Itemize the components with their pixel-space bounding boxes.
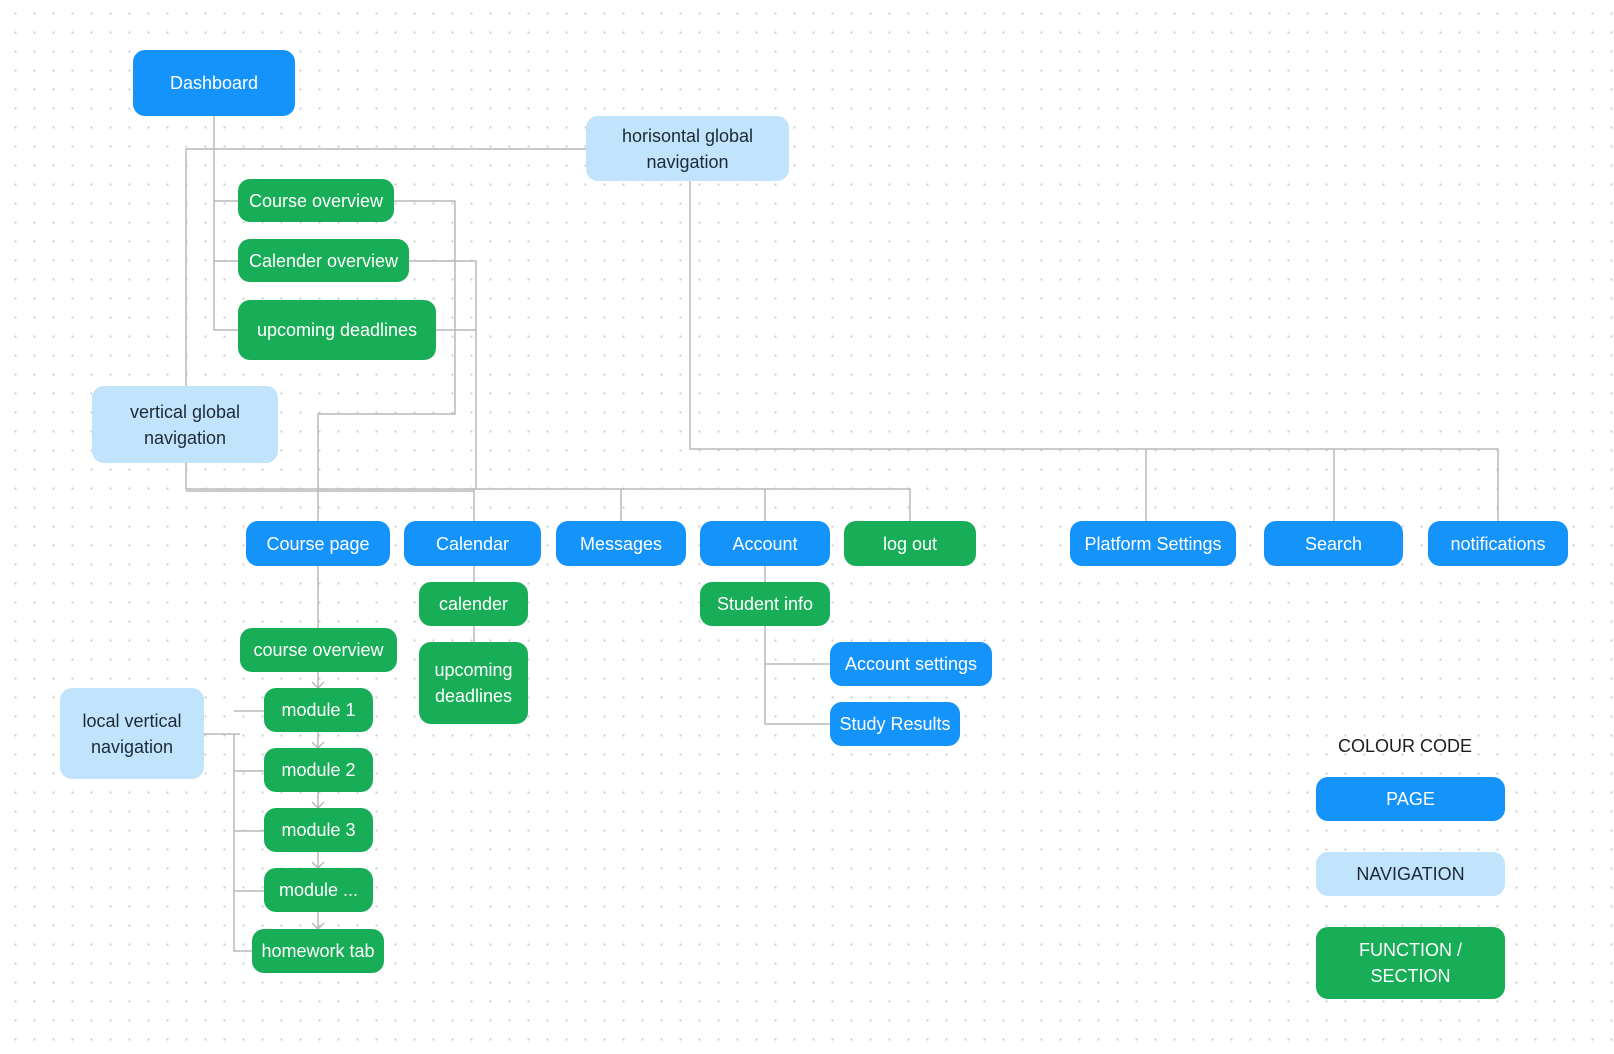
- calendar-page: Calendar: [404, 521, 541, 566]
- course-page: Course page: [246, 521, 390, 566]
- search-page: Search: [1264, 521, 1403, 566]
- connector-line: [689, 181, 1499, 521]
- colour-code-title: COLOUR CODE: [1337, 736, 1472, 756]
- messages-page: Messages: [556, 521, 686, 566]
- module-1-section: module 1: [264, 688, 373, 732]
- account-settings-page: Account settings: [830, 642, 992, 686]
- homework-tab-section: homework tab: [252, 929, 384, 973]
- connector-line: [185, 148, 214, 386]
- calender-section: calender: [419, 582, 528, 626]
- module-3-section: module 3: [264, 808, 373, 852]
- legend-function-section-swatch: FUNCTION / SECTION: [1316, 927, 1505, 999]
- upcoming-deadlines-section: upcoming deadlines: [238, 300, 436, 360]
- connector-line: [213, 116, 240, 331]
- upcoming-deadlines-calendar-section: upcoming deadlines: [419, 642, 528, 724]
- legend-page-swatch: PAGE: [1316, 777, 1505, 821]
- module-more-section: module ...: [264, 868, 373, 912]
- connector-line: [409, 260, 477, 489]
- vertical-global-navigation: vertical global navigation: [92, 386, 278, 463]
- legend-navigation-swatch: NAVIGATION: [1316, 852, 1505, 896]
- module-2-section: module 2: [264, 748, 373, 792]
- log-out-function: log out: [844, 521, 976, 566]
- account-page: Account: [700, 521, 830, 566]
- platform-settings-page: Platform Settings: [1070, 521, 1236, 566]
- student-info-section: Student info: [700, 582, 830, 626]
- connector-line: [764, 626, 830, 725]
- connector-line: [204, 733, 252, 952]
- calender-overview-section: Calender overview: [238, 239, 409, 282]
- local-vertical-navigation: local vertical navigation: [60, 688, 204, 779]
- course-overview-course-section: course overview: [240, 628, 397, 672]
- horizontal-global-navigation: horisontal global navigation: [586, 116, 789, 181]
- dashboard-page: Dashboard: [133, 50, 295, 116]
- connector-line: [185, 463, 911, 521]
- notifications-page: notifications: [1428, 521, 1568, 566]
- course-overview-section: Course overview: [238, 179, 394, 222]
- study-results-page: Study Results: [830, 702, 960, 746]
- connector-line: [317, 200, 456, 489]
